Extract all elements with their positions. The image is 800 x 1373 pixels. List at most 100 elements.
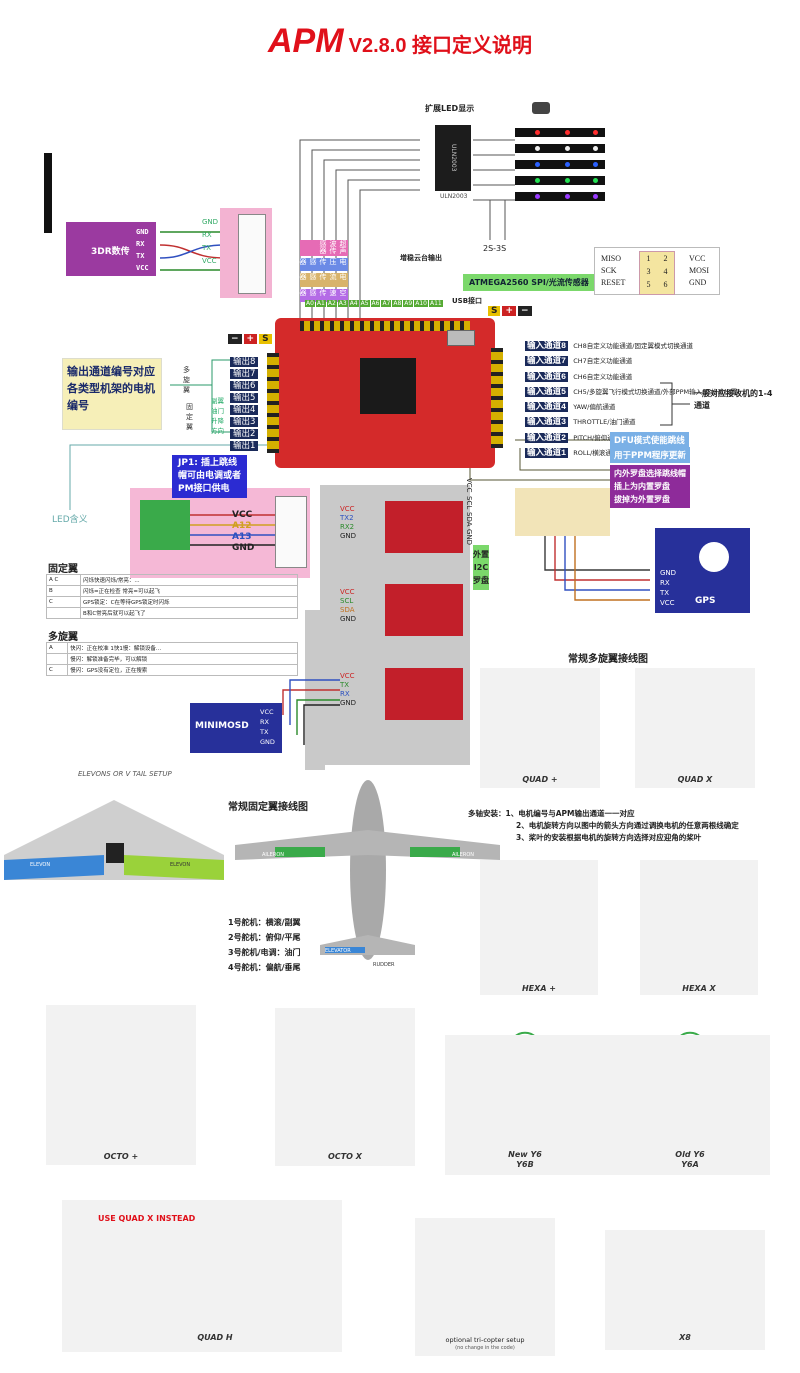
output-note-text: 输出通道编号对应各类型机架的电机编号 — [67, 365, 155, 412]
spi-pin-6: 6 — [663, 280, 668, 289]
gps-connector-panel — [515, 488, 610, 536]
spi-pin-2: 2 — [663, 254, 668, 263]
dfu-label: DFU模式使能跳线 — [610, 432, 689, 448]
input-8-ch: 输入通道8 — [525, 341, 569, 351]
i2c-pins-vertical: VCC SCL SDA GND — [465, 478, 473, 545]
gps-pin-rx: RX — [660, 579, 670, 587]
sign-s-right: S — [488, 306, 501, 316]
page-title: APM V2.8.0 接口定义说明 — [0, 22, 800, 61]
fixed-wing-table-title: 固定翼 — [48, 564, 78, 575]
sensor-c-vcc: VCC — [340, 672, 355, 680]
multirotor-word: 多旋翼 — [183, 366, 190, 394]
led-strip-group — [515, 128, 605, 208]
pin-a0: A0 — [305, 300, 315, 307]
label-y6a: Y6A — [681, 1160, 699, 1169]
card-y6 — [445, 1035, 770, 1175]
sign-minus-right: − — [518, 306, 532, 316]
card-octo-x — [275, 1008, 415, 1166]
gps-pin-tx: TX — [660, 589, 670, 597]
right-pin-column — [491, 348, 503, 448]
led-meaning: LED含义 — [52, 515, 88, 525]
aileron-left-label: AILERON — [262, 852, 284, 858]
fixed-fn-throttle: 油门 — [211, 407, 224, 415]
install-note-3: 3、桨叶的安装根据电机的旋转方向选择对应迎角的桨叶 — [516, 833, 702, 842]
servo-2: 2号舵机：俯仰/平尾 — [228, 933, 301, 942]
pin-a8: A8 — [392, 300, 403, 307]
input-5-desc: CH5/多旋翼飞行模式切换通道/外部PPM输入(需修改设置) — [573, 387, 740, 396]
telemetry-conn-tx: TX — [202, 244, 212, 252]
install-note-1: 多轴安装：1、电机编号与APM输出通道一一对应 — [468, 809, 635, 818]
sensor-a-vcc: VCC — [340, 505, 355, 513]
label-y6b: Y6B — [516, 1160, 534, 1169]
telemetry-pin-gnd: GND — [136, 228, 149, 236]
fw-row3-key: C — [45, 596, 82, 608]
minimosd-module: MINIMOSD VCC RX TX GND — [190, 703, 282, 753]
label-new-y6-line1: New Y6 — [508, 1150, 542, 1159]
usb-label: USB接口 — [452, 297, 483, 305]
apm-board: A0 A1 A2 A3 A4 A5 A6 A7 A8 A9 A10 A11 — [267, 300, 503, 468]
spi-gnd: GND — [689, 278, 707, 287]
label-old-y6-line1: Old Y6 — [675, 1150, 705, 1159]
input-row-3: 输入通道3 THROTTLE/油门通道 — [525, 413, 740, 428]
label-quad-plus: QUAD + — [522, 775, 558, 784]
telemetry-connector: GND RX TX VCC — [202, 208, 272, 298]
i2c-pin-sda: SDA — [465, 511, 473, 527]
fw-row4-key — [45, 607, 82, 619]
output-1: 输出1 — [230, 441, 259, 451]
mr-row3-val: 慢闪：GPS没有定位，正在搜索 — [67, 664, 298, 676]
sensor-b-board — [385, 584, 463, 636]
led-expansion-label: 扩展LED显示 — [425, 104, 475, 113]
sensor-c-tx: TX — [340, 681, 350, 689]
card-x8 — [605, 1230, 765, 1350]
output-6: 输出6 — [230, 381, 259, 391]
sensor-b-gnd: GND — [340, 615, 357, 623]
label-hexa-x: HEXA X — [682, 984, 716, 993]
output-8: 输出8 — [230, 357, 259, 367]
pin-a2: A2 — [326, 300, 337, 307]
board-pin-header — [300, 321, 470, 331]
input-3-desc: THROTTLE/油门通道 — [573, 418, 636, 427]
input-4-desc: YAW/偏航通道 — [573, 403, 616, 412]
servo-1: 1号舵机：横滚/副翼 — [228, 918, 301, 927]
telemetry-pin-vcc: VCC — [136, 264, 149, 272]
sensor-a-tx2: TX2 — [340, 514, 354, 522]
card-octo-plus — [46, 1005, 196, 1165]
label-x8: X8 — [679, 1333, 691, 1342]
label-hexa-plus: HEXA + — [521, 984, 556, 993]
minimosd-label: MINIMOSD — [195, 721, 249, 731]
sign-minus-left: − — [228, 334, 242, 344]
gps-dish-icon — [699, 542, 729, 572]
card-quad-plus — [480, 668, 600, 788]
battery-voltage-label: 2S-3S — [483, 244, 507, 253]
output-note: 输出通道编号对应各类型机架的电机编号 — [62, 358, 162, 430]
title-apm: APM — [267, 22, 344, 60]
label-new-y6: New Y6 Y6B — [495, 1150, 555, 1170]
elevon-title: ELEVONS OR V TAIL SETUP — [78, 770, 172, 778]
analog-label-airspeed: 空速传感器 — [299, 288, 348, 302]
input-8-desc: CH8自定义功能通道/固定翼模式切换通道 — [573, 342, 693, 350]
pin-a11: A11 — [428, 300, 443, 307]
sign-plus-left: + — [243, 334, 258, 344]
minimosd-pin-vcc: VCC — [260, 708, 274, 716]
sensor-a-board — [385, 501, 463, 553]
tri-sub: (no change in the code) — [455, 1345, 515, 1351]
input-2-desc: PITCH/俯仰通道 — [573, 433, 621, 442]
pm-module — [140, 500, 190, 550]
analog-label-sonar: 超声波传感器 — [300, 240, 348, 256]
input-row-7: 输入通道7 CH7自定义功能通道 — [525, 352, 740, 367]
input-row-6: 输入通道6 CH6自定义功能通道 — [525, 368, 740, 383]
sensor-c-rx: RX — [340, 690, 350, 698]
i2c-pin-gnd: GND — [465, 529, 473, 546]
compass-note-2: 插上为内置罗盘 — [614, 482, 670, 491]
led-strip-blue — [515, 160, 605, 169]
pm-pin-a12: A12 — [232, 521, 252, 531]
sensor-module-c: VCC TX RX GND — [340, 662, 465, 732]
spi-pin-5: 5 — [646, 280, 651, 289]
spi-pin-1: 1 — [646, 254, 651, 263]
servo-3: 3号舵机/电调：油门 — [228, 948, 301, 957]
spi-pin-4: 4 — [663, 267, 668, 276]
fixed-fn-aileron: 副翼 — [211, 397, 224, 405]
input-row-5: 输入通道5 CH5/多旋翼飞行模式切换通道/外部PPM输入(需修改设置) — [525, 383, 740, 398]
multirotor-install-notes: 多轴安装：1、电机编号与APM输出通道一一对应 2、电机旋转方向以图中的箭头方向… — [468, 808, 739, 844]
led-strip-green — [515, 176, 605, 185]
